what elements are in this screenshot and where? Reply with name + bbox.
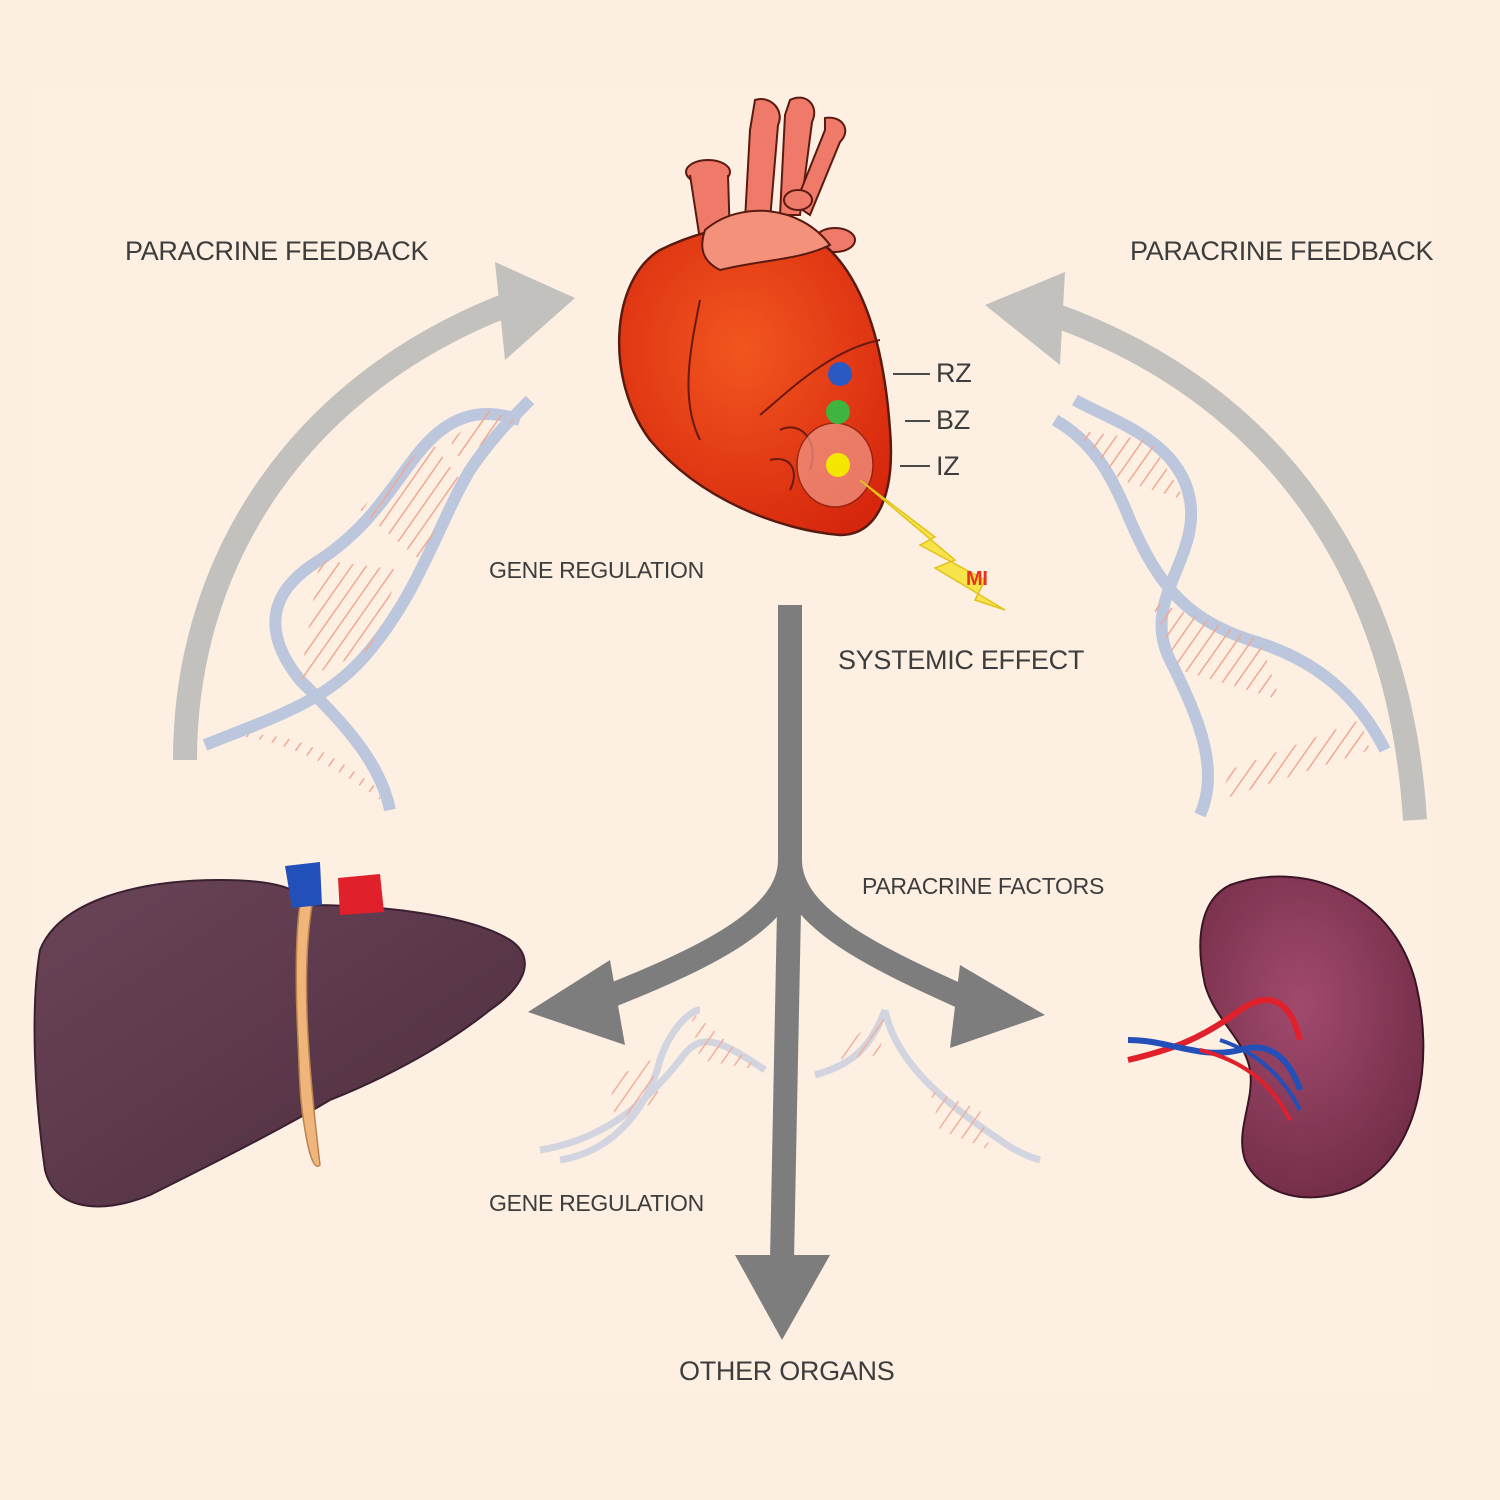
- systemic-effect-label: SYSTEMIC EFFECT: [838, 645, 1085, 675]
- gene-regulation-bottom-label: GENE REGULATION: [489, 1190, 704, 1216]
- bz-dot: [826, 400, 850, 424]
- mi-label: MI: [966, 568, 988, 590]
- kidney: [1127, 875, 1425, 1199]
- paracrine-feedback-right-label: PARACRINE FEEDBACK: [1130, 236, 1434, 266]
- other-organs-label: OTHER ORGANS: [679, 1356, 895, 1386]
- dna-helix-center-right: [814, 1008, 1041, 1164]
- paracrine-feedback-left-label: PARACRINE FEEDBACK: [125, 236, 429, 266]
- paracrine-feedback-arrow-right: [985, 272, 1427, 821]
- heart: [617, 96, 893, 537]
- dna-helix-right: [1051, 394, 1391, 818]
- dna-helix-left: [202, 395, 535, 812]
- rz-dot: [828, 362, 852, 386]
- mi-bolt-icon: [859, 479, 1006, 611]
- rz-label: RZ: [936, 358, 972, 388]
- systemic-effect-arrows: [528, 605, 1045, 1340]
- dna-helix-center-left: [539, 1006, 767, 1164]
- iz-dot: [826, 453, 850, 477]
- bz-label: BZ: [936, 405, 970, 435]
- paracrine-feedback-arrow-left: [173, 262, 575, 761]
- iz-label: IZ: [936, 451, 960, 481]
- paracrine-factors-label: PARACRINE FACTORS: [862, 873, 1104, 899]
- gene-regulation-top-label: GENE REGULATION: [489, 557, 704, 583]
- liver: [33, 862, 526, 1208]
